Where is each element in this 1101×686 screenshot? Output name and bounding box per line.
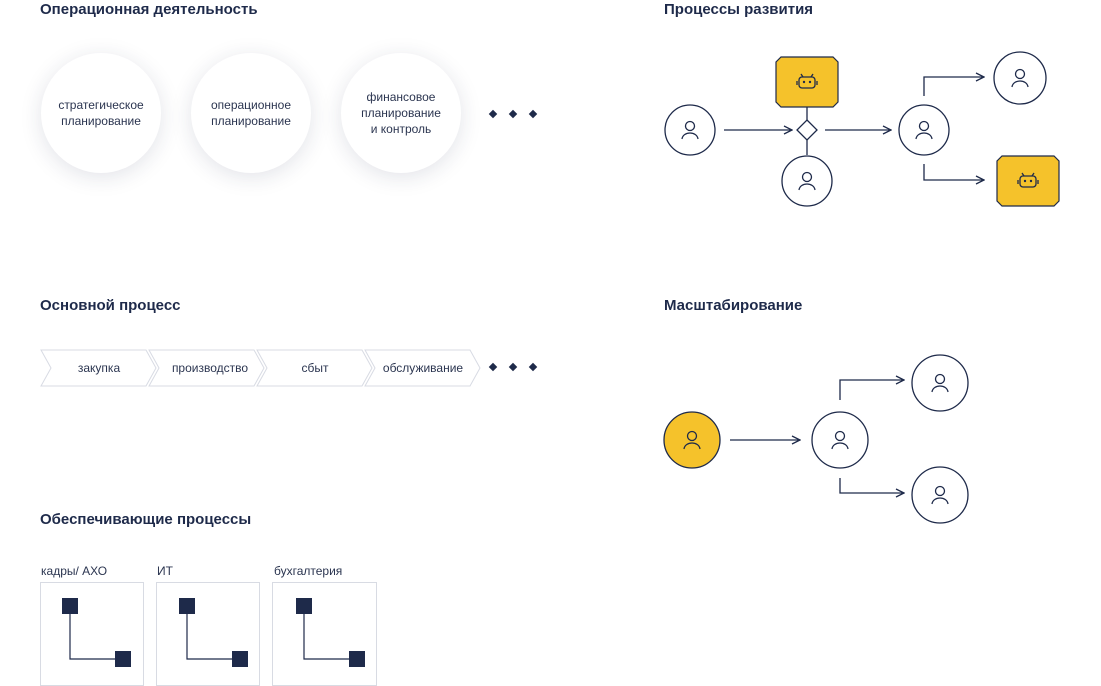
operational-title: Операционная деятельность — [40, 1, 258, 18]
operational-circle-label: финансовое планирование и контроль — [361, 90, 441, 136]
process-step-service: обслуживание — [364, 349, 482, 387]
process-step-label: обслуживание — [382, 361, 464, 375]
diamond-gateway-icon — [796, 119, 818, 141]
support-title: Обеспечивающие процессы — [40, 511, 252, 528]
user-node-top-right — [993, 51, 1047, 105]
operational-circle-strategic: стратегическое планирование — [41, 53, 161, 173]
development-diagram — [664, 51, 1060, 207]
process-step-label: закупка — [77, 361, 121, 375]
robot-node — [775, 56, 839, 108]
ellipsis-icon — [488, 362, 538, 372]
support-box-hr — [40, 582, 144, 686]
process-step-label: сбыт — [301, 361, 329, 375]
support-box-accounting — [272, 582, 377, 686]
operational-circle-label: стратегическое планирование — [58, 98, 144, 128]
process-step-label: производство — [171, 361, 249, 375]
scaling-diagram — [663, 354, 969, 524]
support-label-hr: кадры/ АХО — [41, 564, 108, 578]
arrow-icon — [839, 478, 904, 493]
support-label-accounting: бухгалтерия — [274, 564, 343, 578]
development-title: Процессы развития — [664, 1, 814, 18]
user-node-bottom — [911, 466, 969, 524]
arrow-icon — [839, 380, 904, 400]
process-step-production: производство — [148, 349, 266, 387]
user-node-middle — [811, 411, 869, 469]
robot-node — [996, 155, 1060, 207]
operational-circle-financial: финансовое планирование и контроль — [341, 53, 461, 173]
ellipsis-icon — [488, 109, 538, 119]
arrow-icon — [923, 77, 984, 96]
main-process-title: Основной процесс — [40, 297, 181, 314]
scaling-title: Масштабирование — [664, 297, 803, 314]
operational-circle-label: операционное планирование — [210, 98, 292, 128]
process-step-sales: сбыт — [256, 349, 374, 387]
user-node-source — [663, 411, 721, 469]
operational-circle-operational: операционное планирование — [191, 53, 311, 173]
support-label-it: ИТ — [157, 564, 173, 578]
arrow-icon — [923, 164, 984, 180]
support-box-it — [156, 582, 260, 686]
user-node-middle — [898, 104, 950, 156]
user-node-start — [664, 104, 716, 156]
process-step-purchase: закупка — [40, 349, 158, 387]
user-node-top — [911, 354, 969, 412]
user-node-bottom — [781, 155, 833, 207]
